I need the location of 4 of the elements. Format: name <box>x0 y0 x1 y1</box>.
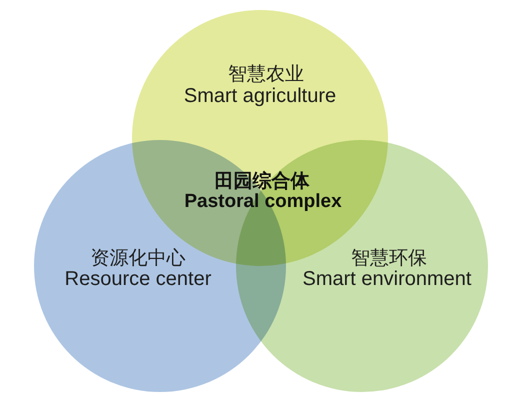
center-subtitle: Pastoral complex <box>184 190 342 214</box>
center-title: 田园综合体 <box>214 170 310 193</box>
circle-subtitle: Smart agriculture <box>184 84 336 108</box>
circle-title: 智慧农业 <box>228 63 304 87</box>
